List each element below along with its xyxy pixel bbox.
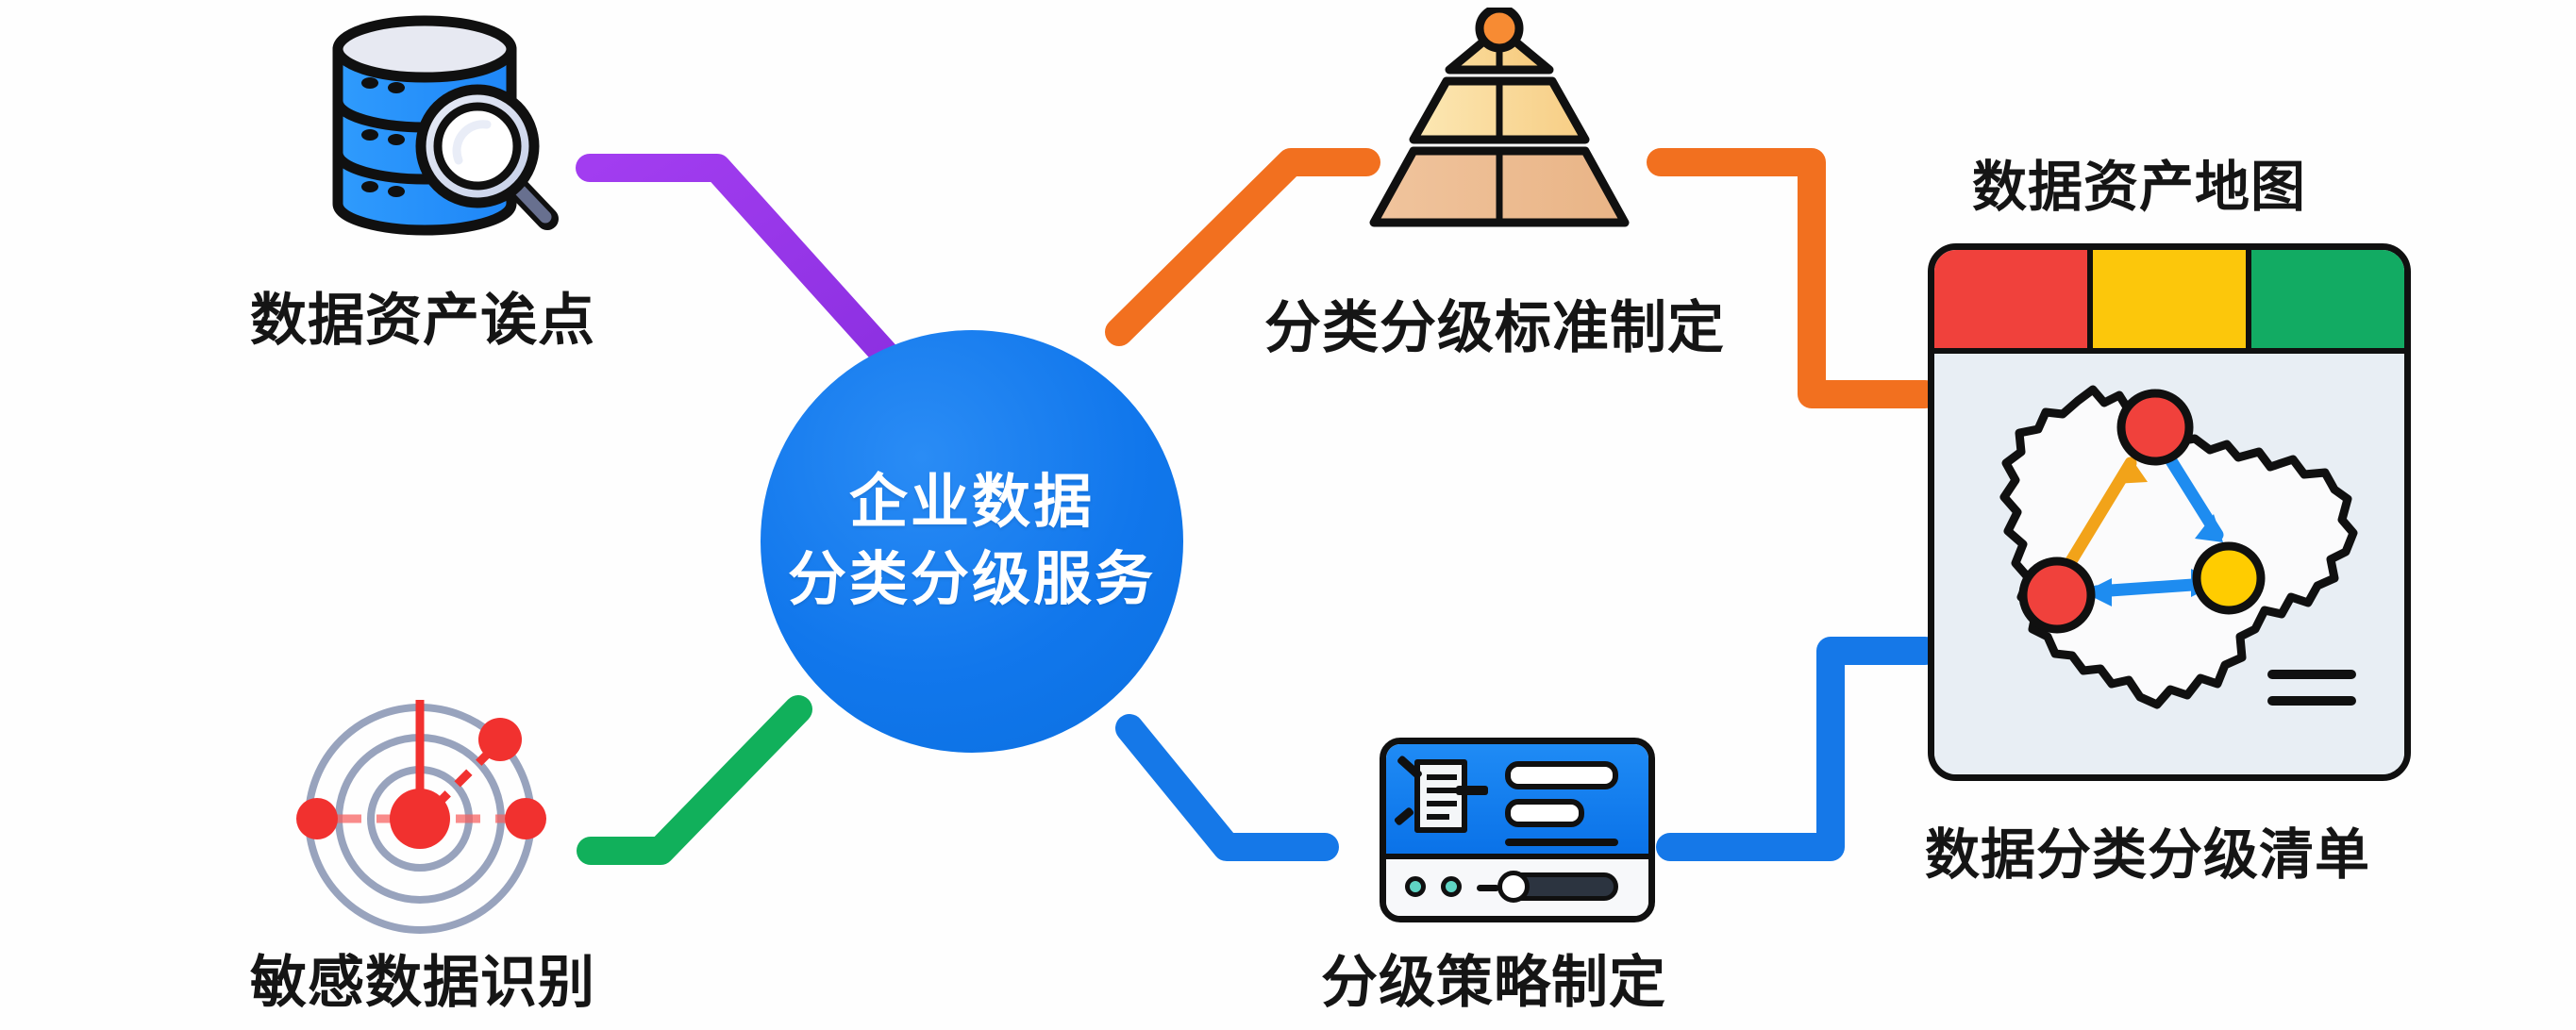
center-hub[interactable]: 企业数据 分类分级服务 [761,330,1183,753]
label-classification-standard: 分类分级标准制定 [1264,296,1725,359]
connector-blue-left [1115,714,1339,861]
status-dot-2 [1441,876,1462,897]
swatch-red [1934,250,2087,348]
connector-orange-right [1647,148,1939,408]
policy-console-controls [1386,859,1648,916]
map-panel-icon [1928,243,2411,781]
status-dot-1 [1405,876,1426,897]
label-classification-list: 数据分类分级清单 [1925,824,2371,886]
policy-console-screen [1386,744,1648,859]
policy-bar-2 [1505,799,1584,827]
connector-green [577,695,812,865]
label-sensitive-data-discovery: 敏感数据识别 [250,951,595,1014]
node-yellow-right [2192,541,2266,615]
policy-line-1 [1505,839,1618,846]
policy-console-icon [1380,738,1655,922]
pyramid-icon [1366,4,1632,236]
label-grading-policy: 分级策略制定 [1321,951,1666,1014]
map-panel-body [1934,354,2404,774]
database-magnifier-icon [311,9,566,253]
connector-purple [576,154,920,391]
policy-spark-2 [1393,806,1415,827]
node-red-left [2018,557,2096,634]
policy-bar-1 [1505,761,1618,789]
center-title-line2: 分类分级服务 [787,547,1156,612]
radar-target-icon [283,696,557,941]
map-territory-shape [1999,385,2358,709]
map-panel-header [1934,250,2404,354]
swatch-green [2246,250,2404,348]
label-data-asset-map: 数据资产地图 [1972,157,2307,218]
center-title-line1: 企业数据 [848,470,1095,536]
policy-document-icon [1414,759,1467,833]
policy-spark-3 [1456,786,1488,795]
slider-knob[interactable] [1497,871,1530,903]
node-red-top [2116,389,2194,466]
swatch-yellow [2087,250,2246,348]
label-data-asset-inventory: 数据资产诶点 [250,289,595,352]
connector-blue-right [1656,637,1939,861]
slider-stub [1477,885,1499,891]
